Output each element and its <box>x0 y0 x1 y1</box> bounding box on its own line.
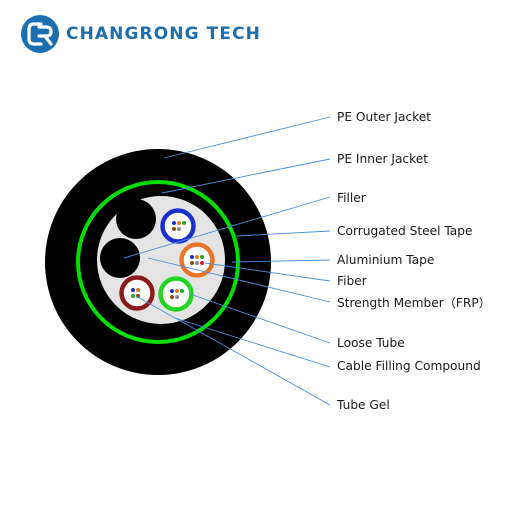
label-pe-outer-jacket: PE Outer Jacket <box>337 110 431 124</box>
label-cable-filling-compound: Cable Filling Compound <box>337 359 481 373</box>
leader-pe-outer-jacket <box>163 116 331 159</box>
brand-name: CHANGRONG TECH <box>66 24 261 44</box>
filler-upper <box>116 199 156 239</box>
label-filler: Filler <box>337 191 367 205</box>
label-tube-gel: Tube Gel <box>336 398 390 412</box>
cr-monogram-logo-icon <box>21 15 59 53</box>
label-fiber: Fiber <box>337 274 368 288</box>
leader-strength-member <box>147 257 331 303</box>
leader-pe-inner-jacket <box>161 158 331 194</box>
leader-lines <box>123 116 331 406</box>
label-loose-tube: Loose Tube <box>337 336 405 350</box>
label-corrugated-steel-tape: Corrugated Steel Tape <box>337 224 473 238</box>
leader-cable-filling-compound <box>174 317 331 368</box>
loose-tube-orange <box>179 242 215 278</box>
label-pe-inner-jacket: PE Inner Jacket <box>337 152 428 166</box>
leader-filler <box>123 196 331 259</box>
leader-loose-tube <box>189 293 331 344</box>
leader-aluminium-tape <box>231 259 331 263</box>
loose-tube-green <box>158 276 194 312</box>
labels: PE Outer Jacket PE Inner Jacket Filler C… <box>336 110 491 412</box>
leader-corrugated-steel-tape <box>235 230 331 237</box>
leader-fiber <box>204 262 331 282</box>
loose-tube-blue <box>160 208 196 244</box>
label-aluminium-tape: Aluminium Tape <box>337 253 434 267</box>
loose-tube-brown <box>119 275 155 311</box>
brand-logo: CHANGRONG TECH <box>20 14 261 54</box>
leader-tube-gel <box>135 295 331 406</box>
filler-lower <box>100 238 140 278</box>
label-strength-member: Strength Member（FRP） <box>337 296 491 310</box>
